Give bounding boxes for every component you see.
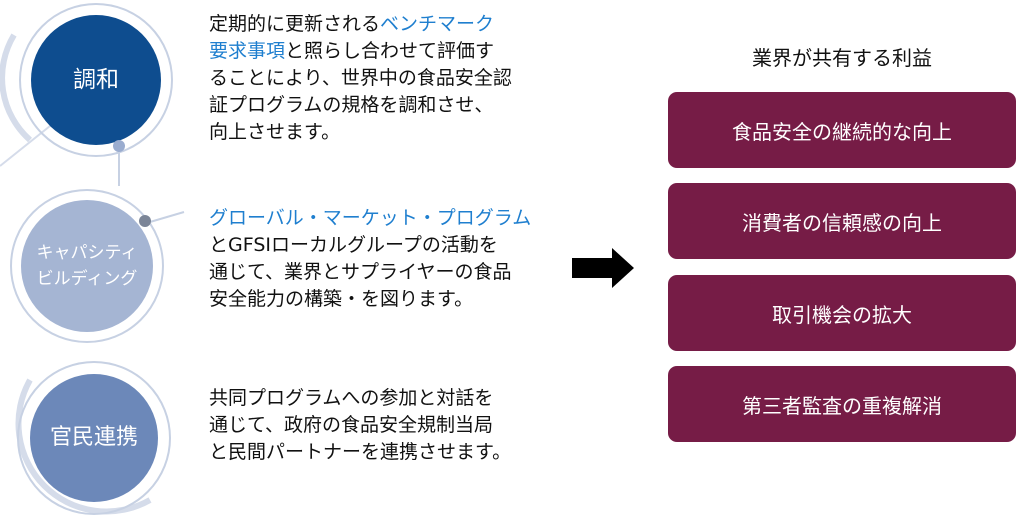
pillar-1-outer-ring [0,33,33,143]
pillar-3-label-line: 官民連携 [49,425,138,450]
arrow-icon [572,248,634,288]
highlighted-term: ベンチマーク [380,13,495,35]
pillar-3-description-line: と民間パートナーを連携させます。 [209,441,512,463]
pillar-2-description-line: グローバル・マーケット・プログラム [209,207,532,229]
pillar-2-label-line-2: ビルディング [36,269,138,289]
pillar-2-description-line: 安全能力の構築・を図ります。 [209,288,474,310]
benefit-box: 消費者の信頼感の向上 [668,183,1016,259]
pillar-1-description-line: 証プログラムの規格を調和させ、 [209,94,494,116]
pillar-1-connector-line [0,117,61,167]
pillar-1-description-line: 向上させます。 [209,121,341,143]
pillar-2-dot [139,215,151,227]
pillar-3-description: 共同プログラムへの参加と対話を 通じて、政府の食品安全規制当局 と民間パートナー… [209,385,539,466]
pillar-2-label-line-1: キャパシティ [36,243,138,263]
pillar-1-dot [113,140,125,152]
pillar-1-label-line: 調和 [73,67,119,93]
pillar-2-label: キャパシティ ビルディング [22,240,152,292]
pillar-3-description-line: 共同プログラムへの参加と対話を [209,387,494,409]
benefit-box: 食品安全の継続的な向上 [668,92,1016,168]
pillar-1-label: 調和 [31,67,161,94]
pillar-1-description-line: ることにより、世界中の食品安全認 [209,67,512,89]
benefits-title: 業界が共有する利益 [752,46,932,70]
pillar-2-connector-line [149,211,185,223]
pillar-3-circle [30,374,158,502]
pillar-1-ring [19,3,173,157]
pillar-3-label: 官民連携 [29,424,159,451]
pillar-2-description-line: とGFSIローカルグループの活動を [209,234,498,256]
pillar-2-circle [21,200,153,332]
highlighted-term: 要求事項 [209,40,286,62]
pillar-1-description-line: 要求事項と照らし合わせて評価す [209,38,539,65]
pillar-1-description: 定期的に更新されるベンチマーク 要求事項と照らし合わせて評価す ることにより、世… [209,11,539,146]
pillar-3-description-line: 通じて、政府の食品安全規制当局 [209,414,494,436]
pillar-2-description-line: 通じて、業界とサプライヤーの食品 [209,261,512,283]
benefit-box: 第三者監査の重複解消 [668,366,1016,442]
benefit-box: 取引機会の拡大 [668,275,1016,351]
pillar-2-description: グローバル・マーケット・プログラム とGFSIローカルグループの活動を 通じて、… [209,205,539,313]
pillar-3-ring [17,361,171,515]
pillar-2-ring [10,189,164,343]
pillar-1-circle [31,15,161,145]
description-text: 定期的に更新される [209,13,381,35]
description-text: と照らし合わせて評価す [285,40,495,62]
pillar-1-description-line: 定期的に更新されるベンチマーク [209,11,539,38]
